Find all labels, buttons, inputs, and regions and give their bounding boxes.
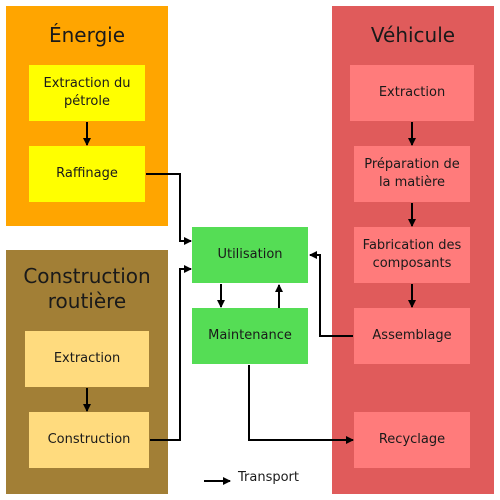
box-extraction-vehicule: Extraction bbox=[350, 65, 474, 121]
box-utilisation: Utilisation bbox=[192, 227, 308, 283]
box-extraction-construction: Extraction bbox=[25, 331, 149, 387]
group-title-energie: Énergie bbox=[48, 23, 126, 47]
box-preparation-matiere: Préparation de la matière bbox=[354, 146, 470, 202]
box-assemblage: Assemblage bbox=[354, 308, 470, 364]
box-construction: Construction bbox=[29, 412, 149, 468]
box-fabrication-composants: Fabrication des composants bbox=[354, 227, 470, 283]
box-recyclage: Recyclage bbox=[354, 412, 470, 468]
box-maintenance: Maintenance bbox=[192, 308, 308, 364]
group-title-construction: Construction routière bbox=[23, 264, 151, 313]
legend-label-transport: Transport bbox=[238, 470, 300, 485]
box-extraction-petrole: Extraction du pétrole bbox=[29, 65, 145, 121]
box-raffinage: Raffinage bbox=[29, 146, 145, 202]
group-title-vehicule: Véhicule bbox=[370, 23, 456, 47]
